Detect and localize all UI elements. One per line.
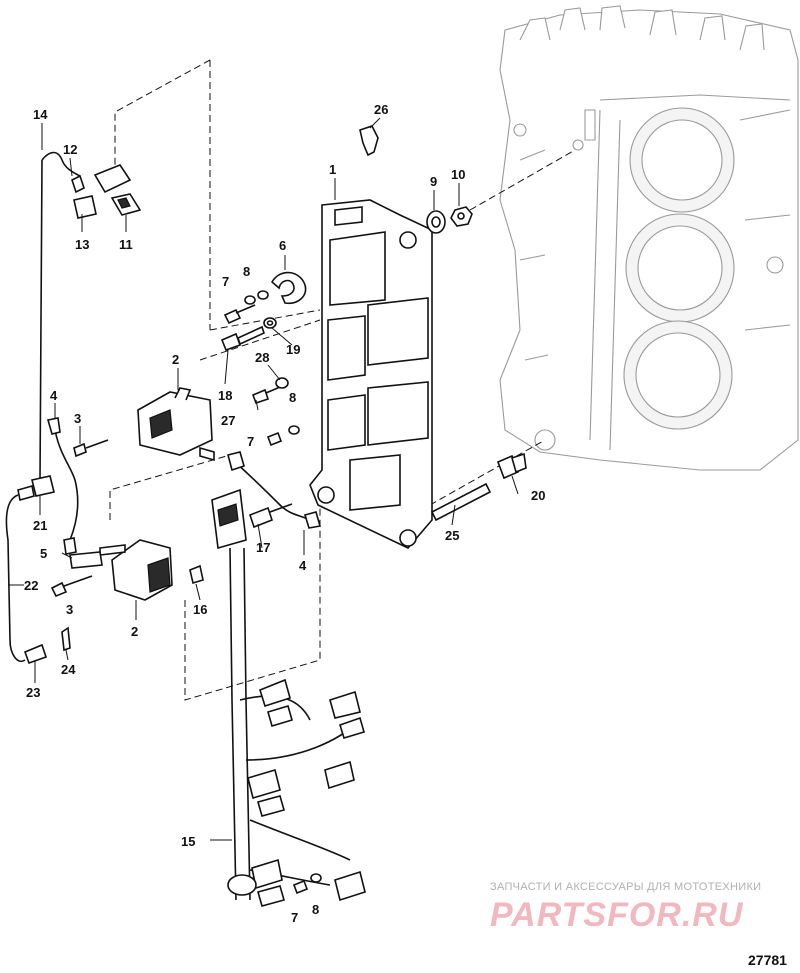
callout-3-lower: 3 xyxy=(66,602,73,617)
callout-16: 16 xyxy=(193,602,207,617)
callout-23: 23 xyxy=(26,685,40,700)
callout-19: 19 xyxy=(286,342,300,357)
callout-4-lower: 4 xyxy=(299,558,307,573)
callout-24: 24 xyxy=(61,662,76,677)
callout-7-middle: 7 xyxy=(247,434,254,449)
callout-8-upper: 8 xyxy=(243,264,250,279)
callout-10: 10 xyxy=(451,167,465,182)
callout-2-lower: 2 xyxy=(131,624,138,639)
bracket xyxy=(270,271,307,305)
grommet xyxy=(426,210,446,234)
callout-14: 14 xyxy=(33,107,48,122)
callout-4-upper: 4 xyxy=(50,388,58,403)
callout-2-upper: 2 xyxy=(172,352,179,367)
callout-22: 22 xyxy=(24,578,38,593)
callout-7-upper: 7 xyxy=(222,274,229,289)
temperature-sensor xyxy=(249,503,293,529)
figure-number: 27781 xyxy=(748,952,787,968)
callout-20: 20 xyxy=(531,488,545,503)
callout-12: 12 xyxy=(63,142,77,157)
coil-clip xyxy=(69,551,103,569)
fasteners xyxy=(220,290,322,895)
callout-8-lower: 8 xyxy=(312,902,319,917)
callout-13: 13 xyxy=(75,237,89,252)
callout-28: 28 xyxy=(255,350,269,365)
connector-small xyxy=(189,564,204,585)
callout-26: 26 xyxy=(374,102,388,117)
watermark-tagline: ЗАПЧАСТИ И АКСЕССУАРЫ ДЛЯ МОТОТЕХНИКИ xyxy=(490,881,761,893)
ignition-coil-upper xyxy=(137,387,215,462)
leader-lines xyxy=(8,117,519,841)
callout-8-middle: 8 xyxy=(289,390,296,405)
engine-block xyxy=(499,5,799,471)
threaded-fitting xyxy=(496,452,527,480)
callout-5: 5 xyxy=(40,546,47,561)
callout-27: 27 xyxy=(221,413,235,428)
callout-9: 9 xyxy=(430,174,437,189)
callout-1: 1 xyxy=(329,162,336,177)
watermark: ЗАПЧАСТИ И АКСЕССУАРЫ ДЛЯ МОТОТЕХНИКИ PA… xyxy=(490,881,761,934)
clip xyxy=(359,125,379,157)
ignition-coil-lower xyxy=(99,539,173,601)
callout-6: 6 xyxy=(279,238,286,253)
sensor-assembly xyxy=(39,151,142,481)
dowel-pin xyxy=(430,482,492,522)
spark-plug-leads xyxy=(46,417,322,555)
callout-17: 17 xyxy=(256,540,270,555)
callout-3-upper: 3 xyxy=(74,411,81,426)
callout-21: 21 xyxy=(33,518,47,533)
callout-18: 18 xyxy=(218,388,232,403)
wiring-harness xyxy=(211,488,366,907)
nut xyxy=(450,206,473,227)
callout-11: 11 xyxy=(119,237,133,252)
callout-25: 25 xyxy=(445,528,459,543)
callouts: 1 2 2 3 3 4 4 5 6 7 7 7 8 8 8 9 10 11 12… xyxy=(24,102,545,925)
callout-15: 15 xyxy=(181,834,195,849)
watermark-logo: PARTSFOR.RU xyxy=(490,896,744,934)
screws xyxy=(50,439,109,598)
mounting-plate xyxy=(309,199,433,549)
fittings-and-hose xyxy=(5,475,71,665)
callout-7-lower: 7 xyxy=(291,910,298,925)
